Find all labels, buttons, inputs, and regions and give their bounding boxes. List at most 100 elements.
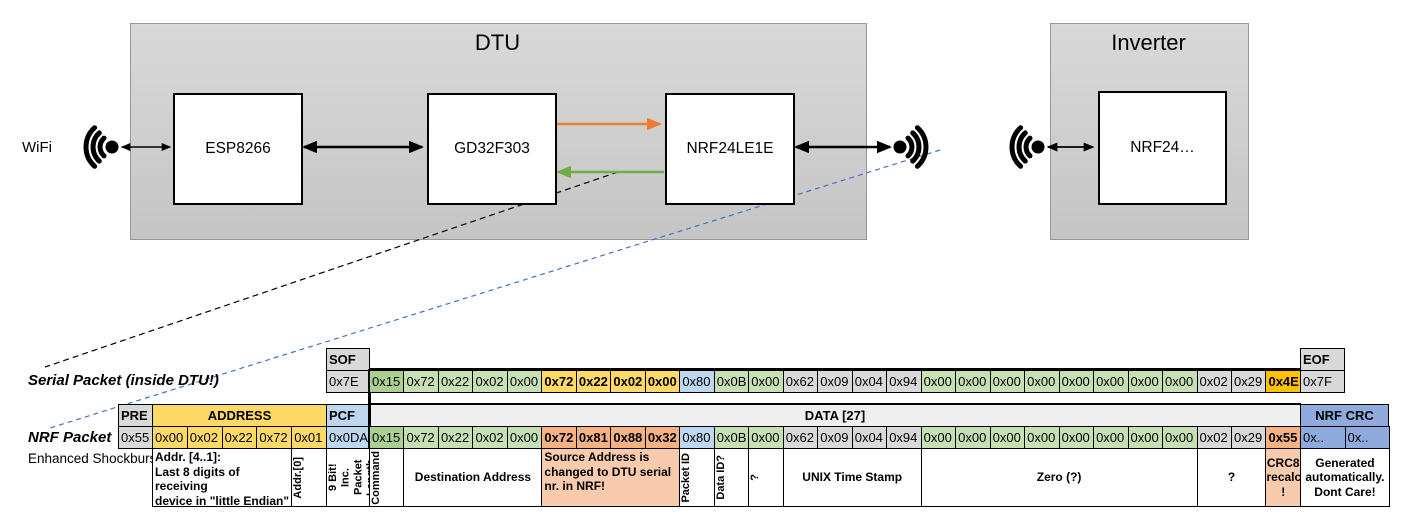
- serial-byte-cell: 0x29: [1231, 370, 1267, 393]
- nrf-byte-cell: 0x32: [644, 426, 681, 449]
- annotation-cell: Data ID?: [713, 448, 750, 507]
- eof-value: 0x7F: [1300, 370, 1345, 393]
- nrf-address-byte-cell: 0x22: [221, 426, 258, 449]
- nrf-byte-cell: 0x80: [679, 426, 715, 449]
- serial-byte-cell: 0x00: [506, 370, 543, 393]
- nrf-byte-cell: 0x02: [1196, 426, 1232, 449]
- nrf-byte-cell: 0x02: [472, 426, 508, 449]
- nrf-byte-cell: 0x00: [920, 426, 957, 449]
- chip-inverter-nrf24-label: NRF24…: [1130, 139, 1195, 156]
- annotation-cell: Source Address is changed to DTU serial …: [541, 448, 681, 507]
- nrf-byte-cell: 0x72: [541, 426, 577, 449]
- nrf-crc-byte-cell: 0x..: [1300, 426, 1346, 449]
- serial-byte-cell: 0x02: [1196, 370, 1232, 393]
- annotation-cell: Command: [369, 448, 405, 507]
- chip-nrf24le1e: NRF24LE1E: [665, 93, 795, 205]
- serial-row-top-border: [369, 368, 1301, 370]
- annotation-text: UNIX Time Stamp: [802, 470, 903, 485]
- chip-gd32f303: GD32F303: [427, 93, 557, 205]
- serial-byte-cell: 0x00: [989, 370, 1026, 393]
- serial-byte-cell: 0x94: [886, 370, 922, 393]
- annotation-cell: Destination Address: [403, 448, 543, 507]
- nrf-byte-cell: 0x04: [851, 426, 888, 449]
- serial-byte-cell: 0x00: [920, 370, 957, 393]
- pcf-value: 0x0DA: [326, 426, 370, 449]
- nrf-byte-cell: 0x29: [1231, 426, 1267, 449]
- thick-divider-line: [368, 369, 371, 449]
- annotation-text: ?: [749, 474, 762, 481]
- annotation-text: Addr.[0]: [292, 456, 305, 499]
- inverter-title: Inverter: [1111, 30, 1186, 55]
- data-header: DATA [27]: [369, 404, 1301, 427]
- wifi-icon-inverter: [1009, 125, 1045, 169]
- nrf-crc-header: NRF CRC: [1300, 404, 1389, 427]
- nrf-byte-cell: 0x81: [575, 426, 612, 449]
- serial-byte-cell: 0x00: [644, 370, 681, 393]
- nrf-byte-cell: 0x00: [1093, 426, 1129, 449]
- serial-byte-cell: 0x09: [817, 370, 853, 393]
- serial-byte-cell: 0x22: [575, 370, 612, 393]
- nrf-byte-cell: 0x00: [1162, 426, 1198, 449]
- nrf-byte-cell: 0x00: [1024, 426, 1060, 449]
- enhanced-shockburst-label: Enhanced Shockburst: [28, 451, 161, 466]
- serial-byte-cell: 0x00: [1162, 370, 1198, 393]
- serial-byte-cell: 0x15: [369, 370, 405, 393]
- annotation-text: Zero (?): [1036, 470, 1082, 485]
- nrf-byte-cell: 0x00: [1127, 426, 1164, 449]
- serial-byte-cell: 0x62: [782, 370, 819, 393]
- nrf-byte-cell: 0x00: [748, 426, 784, 449]
- annotation-text: Destination Address: [414, 470, 532, 485]
- serial-byte-cell: 0x0B: [713, 370, 750, 393]
- serial-byte-cell: 0x22: [437, 370, 474, 393]
- annotation-cell: Addr. [4..1]: Last 8 digits of receiving…: [152, 448, 293, 507]
- serial-packet-label: Serial Packet (inside DTU!): [28, 372, 219, 389]
- serial-byte-cell: 0x04: [851, 370, 888, 393]
- wifi-icon-left: [83, 125, 119, 169]
- nrf-byte-cell: 0x62: [782, 426, 819, 449]
- serial-byte-cell: 0x00: [1024, 370, 1060, 393]
- nrf-byte-cell: 0x0B: [713, 426, 750, 449]
- serial-byte-cell: 0x72: [403, 370, 439, 393]
- serial-byte-cell: 0x02: [472, 370, 508, 393]
- pre-header: PRE: [118, 404, 153, 427]
- pcf-header: PCF: [326, 404, 370, 427]
- nrf-byte-cell: 0x00: [955, 426, 991, 449]
- serial-byte-cell: 0x00: [1127, 370, 1164, 393]
- annotation-cell: ?: [1196, 448, 1267, 507]
- annotation-cell: Zero (?): [920, 448, 1198, 507]
- annotation-text: CRC8 recalc. !: [1266, 455, 1301, 499]
- annotation-cell: ?: [748, 448, 784, 507]
- annotation-text: ?: [1227, 470, 1236, 485]
- nrf-byte-cell: 0x72: [403, 426, 439, 449]
- nrf-byte-cell: 0x88: [610, 426, 646, 449]
- sof-header: SOF: [326, 348, 370, 371]
- chip-esp8266: ESP8266: [173, 93, 303, 205]
- annotation-cell: 9 Bit! Inc. Packet Length: [326, 448, 370, 507]
- annotation-text: Command: [370, 450, 382, 505]
- serial-byte-cell: 0x00: [1093, 370, 1129, 393]
- annotation-text: Packet ID: [680, 452, 693, 503]
- serial-byte-cell: 0x4E: [1265, 370, 1301, 393]
- pre-value: 0x55: [118, 426, 153, 449]
- annotation-cell: UNIX Time Stamp: [782, 448, 922, 507]
- nrf-byte-cell: 0x00: [989, 426, 1026, 449]
- annotation-text: 9 Bit! Inc. Packet Length: [327, 459, 370, 496]
- annotation-cell: Addr.[0]: [291, 448, 327, 507]
- nrf-byte-cell: 0x09: [817, 426, 853, 449]
- chip-nrf24le1e-label: NRF24LE1E: [686, 140, 774, 157]
- nrf-address-byte-cell: 0x00: [152, 426, 188, 449]
- serial-byte-cell: 0x72: [541, 370, 577, 393]
- serial-byte-cell: 0x00: [748, 370, 784, 393]
- annotation-text: Generated automatically. Dont Care!: [1305, 455, 1385, 499]
- serial-byte-cell: 0x00: [955, 370, 991, 393]
- nrf-byte-cell: 0x00: [506, 426, 543, 449]
- annotation-text: Data ID?: [714, 455, 727, 500]
- annotation-text: Addr. [4..1]: Last 8 digits of receiving…: [155, 450, 290, 507]
- data-header-top-border: [369, 403, 1301, 405]
- eof-header: EOF: [1300, 348, 1345, 371]
- wifi-icon-dtu-right: [893, 125, 929, 169]
- address-header: ADDRESS: [152, 404, 327, 427]
- sof-value: 0x7E: [326, 370, 370, 393]
- chip-gd32f303-label: GD32F303: [454, 140, 530, 157]
